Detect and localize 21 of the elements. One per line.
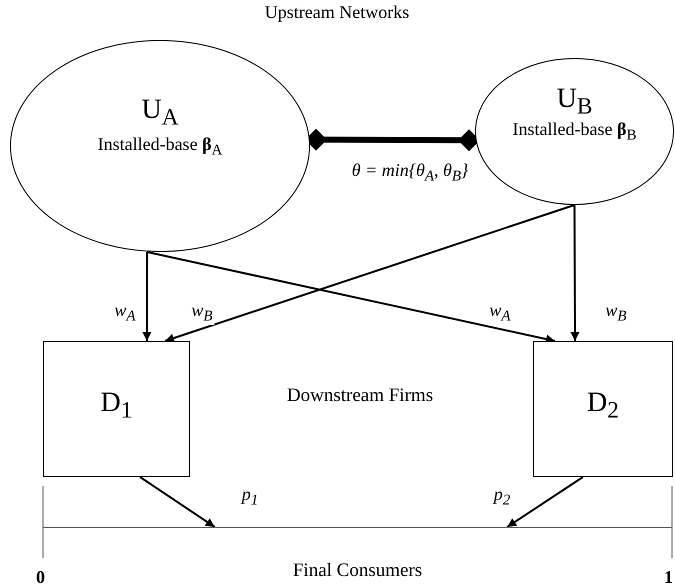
network-ellipse (10, 40, 310, 252)
node-title: U$_{A}$ (141, 95, 179, 132)
firm-box (43, 341, 190, 477)
arrow (139, 476, 216, 528)
arrow (570, 205, 580, 341)
diagram-title: Upstream Networks (264, 2, 410, 23)
arrow (142, 252, 152, 341)
firm-box (533, 341, 673, 477)
arrow (164, 204, 575, 342)
network-ellipse (475, 58, 674, 205)
arrow (506, 476, 584, 528)
node-title: U$_{B}$ (556, 84, 592, 120)
node-subtitle: Installed-base β$_{A}$ (98, 135, 222, 160)
arrow (146, 251, 556, 344)
axis-title: Final Consumers (292, 561, 422, 582)
axis-end-label: 1 (664, 567, 673, 588)
node-title: D$_{1}$ (100, 388, 132, 424)
axis-end-label: 0 (36, 567, 45, 588)
section-label: Downstream Firms (286, 385, 434, 407)
node-subtitle: Installed-base β$_{B}$ (512, 120, 636, 144)
node-title: D$_{2}$ (587, 388, 619, 424)
